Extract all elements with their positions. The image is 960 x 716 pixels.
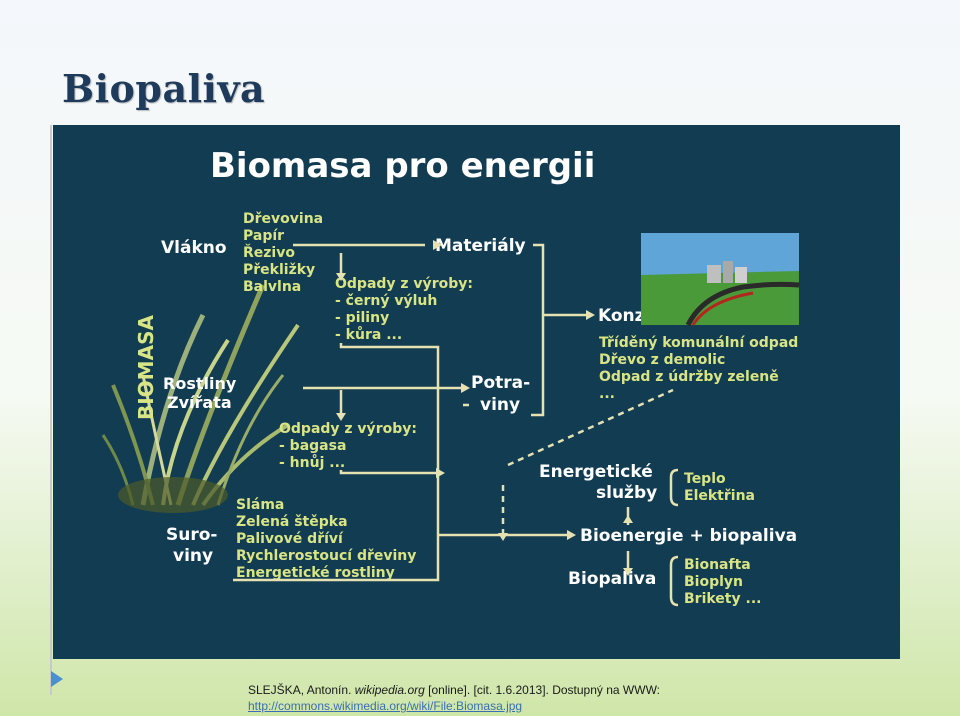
label-zvirata: Zvířata (167, 393, 232, 412)
waste-2-item: Odpady z výroby: (279, 421, 417, 437)
diagram-title: Biomasa pro energii (210, 146, 595, 186)
label-suroviny-2: viny (173, 546, 213, 566)
landscape-image (641, 233, 799, 325)
materials-item: Řezivo (243, 244, 295, 261)
label-energeticke-2: služby (596, 483, 657, 503)
waste-1-item: - piliny (335, 310, 389, 326)
left-divider (50, 125, 52, 695)
raw-material-item: Palivové dříví (236, 531, 344, 547)
waste-2-item: - hnůj ... (279, 454, 345, 471)
consumer-item: Odpad z údržby zeleně (599, 369, 779, 385)
materials-item: Balvlna (243, 279, 301, 295)
fuel-item: Bionafta (684, 557, 751, 573)
services-item: Teplo (684, 471, 726, 487)
biomass-diagram: Biomasa pro energii BIOMASA Vlákno Rostl… (53, 125, 900, 659)
label-materialy: Materiály (435, 236, 526, 256)
label-bioenergie: Bioenergie + biopaliva (580, 526, 797, 546)
citation-source: wikipedia.org (355, 683, 425, 697)
citation-author: SLEJŠKA, Antonín. (248, 683, 351, 697)
slide-title: Biopaliva (62, 66, 265, 111)
label-energeticke-1: Energetické (539, 462, 653, 482)
raw-material-item: Sláma (236, 497, 284, 513)
consumer-item: ... (599, 386, 615, 402)
label-suroviny-1: Suro- (166, 525, 217, 545)
label-potraviny-1: Potra- (471, 373, 530, 393)
label-biopaliva: Biopaliva (568, 569, 656, 589)
materials-item: Překližky (243, 262, 315, 278)
raw-material-item: Zelená štěpka (236, 514, 348, 530)
bullet-arrow-icon (51, 671, 63, 687)
label-rostliny: Rostliny (163, 374, 237, 393)
waste-1-item: - kůra ... (335, 326, 402, 343)
fuel-item: Bioplyn (684, 574, 743, 590)
label-vlakno: Vlákno (161, 238, 227, 258)
raw-material-item: Rychlerostoucí dřeviny (236, 548, 416, 564)
label-potraviny-2: viny (480, 395, 520, 415)
citation-text: SLEJŠKA, Antonín. wikipedia.org [online]… (248, 683, 660, 697)
waste-1-item: Odpady z výroby: (335, 276, 473, 292)
raw-material-item: Energetické rostliny (236, 565, 395, 581)
waste-2-item: - bagasa (279, 438, 346, 454)
consumer-item: Dřevo z demolic (599, 352, 725, 368)
materials-item: Papír (243, 228, 284, 244)
fuel-item: Brikety ... (684, 591, 761, 607)
side-label: BIOMASA (134, 315, 158, 420)
materials-item: Dřevovina (243, 211, 323, 227)
citation-rest: [online]. [cit. 1.6.2013]. Dostupný na W… (425, 683, 660, 697)
waste-1-item: - černý výluh (335, 293, 437, 309)
consumer-item: Tříděný komunální odpad (599, 335, 798, 351)
services-item: Elektřina (684, 488, 755, 504)
citation-link[interactable]: http://commons.wikimedia.org/wiki/File:B… (248, 699, 522, 713)
